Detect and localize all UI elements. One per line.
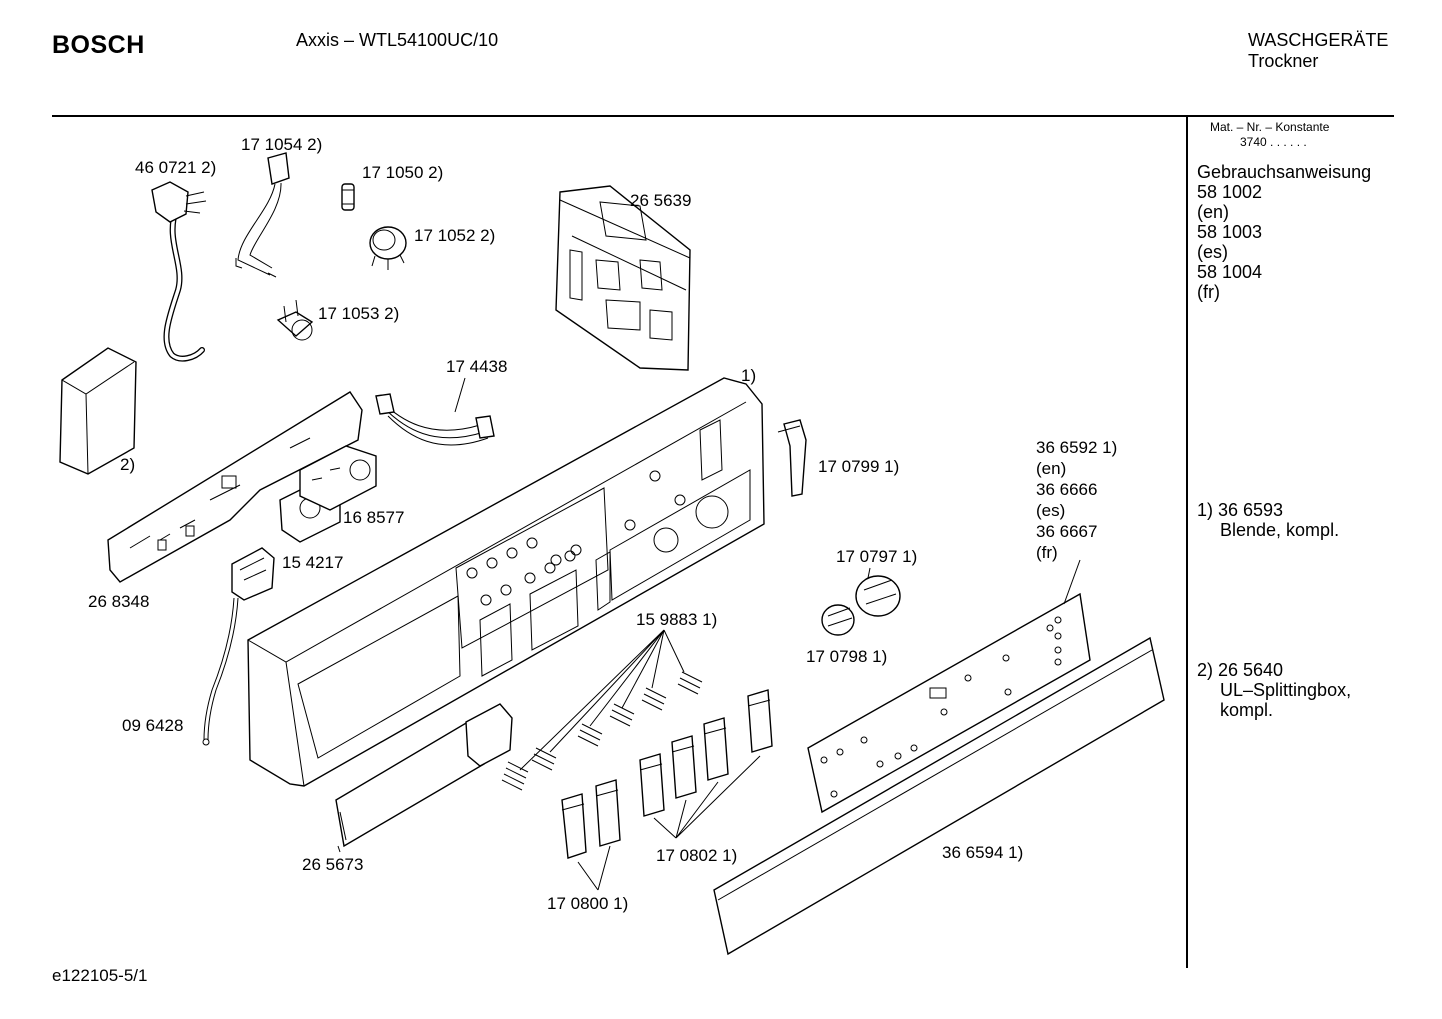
part-label-174438: 17 4438 <box>446 357 508 376</box>
mat-nr-value: 3740 . . . . . . <box>1240 135 1307 149</box>
knob-part <box>822 576 900 635</box>
manual-title: Gebrauchsanweisung <box>1197 162 1372 182</box>
part-label-168577: 16 8577 <box>343 508 405 527</box>
clamp-part <box>278 300 312 340</box>
part-label-265639: 26 5639 <box>630 191 692 210</box>
manual-lang: (es) <box>1197 242 1228 262</box>
control-panel-part <box>248 378 764 786</box>
electronic-module-part <box>556 186 690 370</box>
part-label-170800: 17 0800 1) <box>547 894 629 913</box>
power-cord-part <box>152 182 206 359</box>
part-label-268348: 26 8348 <box>88 592 150 611</box>
part-label-171054: 17 1054 2) <box>241 135 323 154</box>
panel-strip-part <box>714 638 1164 954</box>
relay-part <box>370 227 406 270</box>
spring-part <box>502 672 702 790</box>
part-label-366666: 36 6666 <box>1036 480 1098 499</box>
manual-number: 58 1004 <box>1197 262 1263 282</box>
category-title: WASCHGERÄTE <box>1248 30 1389 50</box>
brand-logo: BOSCH <box>52 31 145 59</box>
part-label-366592-lang: (en) <box>1036 459 1067 478</box>
part-label-366667-lang: (fr) <box>1036 543 1058 562</box>
manual-lang: (en) <box>1197 202 1230 222</box>
display-board-part <box>336 704 512 846</box>
part-label-171052: 17 1052 2) <box>414 226 496 245</box>
manual-lang: (fr) <box>1197 282 1220 302</box>
model-title: Axxis – WTL54100UC/10 <box>296 30 499 50</box>
note-2-desc-cont: kompl. <box>1220 700 1274 720</box>
category-subtitle: Trockner <box>1248 51 1319 71</box>
connector-part <box>232 548 274 600</box>
bracket-part <box>778 420 806 496</box>
part-label-170802: 17 0802 1) <box>656 846 738 865</box>
ribbon-cable-part <box>376 394 494 445</box>
rotary-switch-part <box>280 446 376 542</box>
wire-harness-part <box>236 153 289 277</box>
manual-number: 58 1002 <box>1197 182 1263 202</box>
part-label-171050: 17 1050 2) <box>362 163 444 182</box>
fuse-part <box>342 184 354 210</box>
note-2-desc: UL–Splittingbox, <box>1220 680 1352 700</box>
part-label-096428: 09 6428 <box>122 716 184 735</box>
part-label-170797: 17 0797 1) <box>836 547 918 566</box>
push-button-part <box>562 780 620 858</box>
part-label-159883: 15 9883 1) <box>636 610 718 629</box>
part-label-box2: 2) <box>120 455 136 474</box>
part-label-366592: 36 6592 1) <box>1036 438 1118 457</box>
push-button-part <box>640 690 772 816</box>
part-label-366667: 36 6667 <box>1036 522 1098 541</box>
sidebar-divider <box>1186 115 1188 968</box>
panel-button-holes <box>467 471 685 605</box>
manual-number: 58 1003 <box>1197 222 1263 242</box>
part-label-366594: 36 6594 1) <box>942 843 1024 862</box>
splitting-box-part <box>60 348 136 474</box>
note-1-desc: Blende, kompl. <box>1220 520 1340 540</box>
part-label-366666-lang: (es) <box>1036 501 1066 520</box>
drawing-id: e122105-5/1 <box>52 966 148 985</box>
note-2-number: 2) 26 5640 <box>1197 660 1284 680</box>
mat-nr-label: Mat. – Nr. – Konstante <box>1210 120 1330 134</box>
front-foil-part <box>808 594 1090 812</box>
circuit-board-part <box>108 392 362 582</box>
part-label-170798: 17 0798 1) <box>806 647 888 666</box>
part-label-154217: 15 4217 <box>282 553 344 572</box>
note-1-number: 1) 36 6593 <box>1197 500 1284 520</box>
wire-part <box>203 598 238 745</box>
part-label-170799: 17 0799 1) <box>818 457 900 476</box>
part-label-note1: 1) <box>741 366 757 385</box>
part-label-171053: 17 1053 2) <box>318 304 400 323</box>
part-label-265673: 26 5673 <box>302 855 364 874</box>
part-label-460721: 46 0721 2) <box>135 158 217 177</box>
header-divider <box>52 115 1394 117</box>
